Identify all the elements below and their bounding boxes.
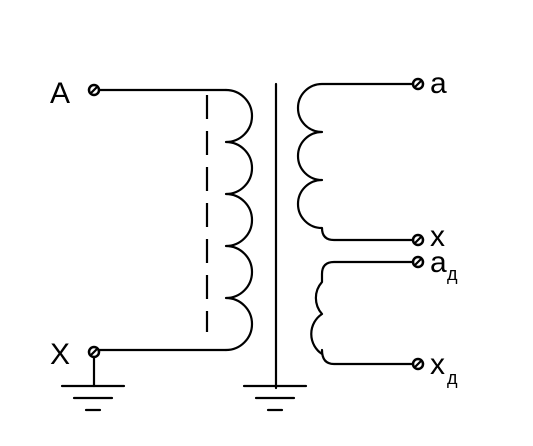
terminal-slash <box>413 359 423 369</box>
terminal-slash <box>89 85 99 95</box>
label-secondary-ad-sub: д <box>447 264 458 284</box>
label-secondary-ad: a <box>430 246 447 279</box>
terminal-slash <box>89 347 99 357</box>
label-primary-low: X <box>50 338 70 371</box>
label-primary-high: A <box>50 77 70 110</box>
label-secondary-a: a <box>430 67 447 100</box>
terminal-slash <box>413 79 423 89</box>
label-secondary-xd-sub: д <box>447 368 458 388</box>
primary-winding-coil-icon <box>224 88 254 352</box>
ground-icon-primary <box>60 355 126 412</box>
secondary-aux-winding-coil-icon <box>310 260 414 366</box>
label-secondary-xd: x <box>430 348 445 381</box>
ground-icon-core <box>242 384 308 412</box>
secondary-main-winding-coil-icon <box>296 82 414 242</box>
terminal-slash <box>413 257 423 267</box>
terminal-slash <box>413 235 423 245</box>
label-secondary-x: x <box>430 220 445 253</box>
